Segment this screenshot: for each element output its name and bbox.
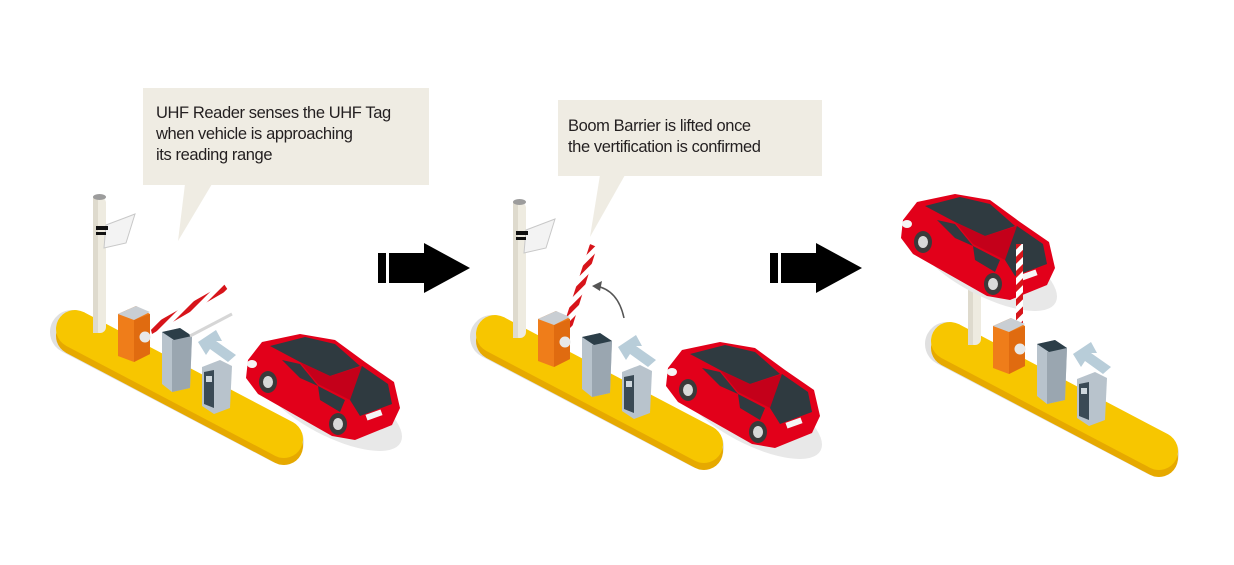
callout-2-bubble <box>558 100 822 237</box>
toll-island-1 <box>72 194 284 446</box>
boom-arm-open <box>1016 244 1023 326</box>
boom-arm-lifting <box>562 244 597 334</box>
boom-arm-closed <box>150 284 228 334</box>
car-passing <box>900 194 1070 330</box>
scene-3-barrier-open <box>900 194 1159 458</box>
scene-1-barrier-closed <box>72 194 415 470</box>
barrier-box-3 <box>993 318 1026 374</box>
barrier-box-2 <box>538 311 571 367</box>
lift-arrow-icon <box>595 285 625 319</box>
callout-1-bubble <box>143 88 429 241</box>
arrow-right-icon <box>770 243 862 293</box>
barrier-box-1 <box>118 306 151 362</box>
scene-2-barrier-lifting <box>492 199 835 478</box>
reader-beam <box>189 312 233 338</box>
toll-island-2 <box>492 199 704 451</box>
callout-1-text: UHF Reader senses the UHF Tag when vehic… <box>156 104 391 164</box>
arrow-right-icon <box>378 243 470 293</box>
callout-2-text: Boom Barrier is lifted once the vertific… <box>568 117 761 156</box>
